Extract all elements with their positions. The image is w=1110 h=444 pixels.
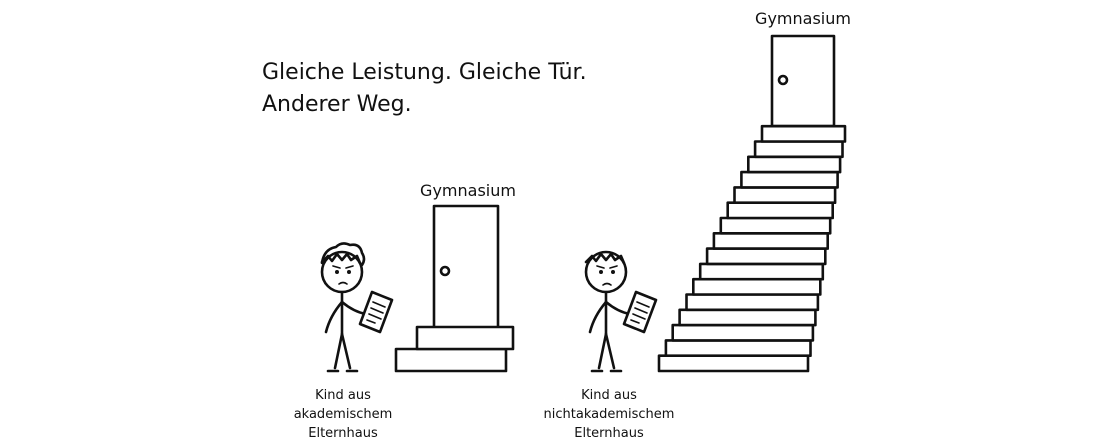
child-arm-r-right	[604, 300, 632, 316]
stair-step	[719, 216, 832, 235]
child-figure-right	[584, 250, 658, 373]
stair-step	[394, 347, 508, 373]
stair-step	[671, 323, 815, 342]
child-mouth-right	[602, 282, 612, 286]
door-label-left: Gymnasium	[420, 181, 516, 200]
child-legs-right	[597, 332, 616, 370]
paper-lines-right	[630, 301, 650, 324]
stair-step	[746, 155, 842, 174]
caption-left-line-1: Kind aus	[315, 388, 371, 403]
scene-right: Gymnasium Kind aus nichtakademischem Elt…	[544, 9, 851, 441]
report-card-left	[358, 290, 394, 334]
door-left: Gymnasium	[420, 181, 516, 330]
child-arm-l-right	[588, 300, 608, 334]
report-card-right	[622, 290, 658, 334]
stair-step	[712, 232, 830, 250]
door-knob-right	[777, 74, 789, 86]
stair-step	[664, 339, 812, 357]
child-brows-left	[332, 265, 354, 269]
paper-lines-left	[366, 301, 386, 324]
caption-right-line-1: Kind aus	[581, 388, 637, 403]
child-hair-left	[320, 242, 366, 267]
door-knob-left	[439, 265, 451, 277]
stair-step	[415, 325, 515, 351]
child-hair-fringe-right	[584, 252, 626, 265]
stair-step	[698, 262, 825, 281]
scene-left: Gymnasium Kind aus akademischem Elternha…	[294, 181, 516, 441]
stair-step	[726, 201, 835, 220]
caption-left-line-2: akademischem	[294, 407, 393, 422]
child-eye-right-1	[599, 270, 603, 274]
paper-sheet-right	[622, 290, 658, 334]
child-legs-left	[333, 332, 352, 370]
door-label-right: Gymnasium	[755, 9, 851, 28]
caption-right-line-2: nichtakademischem	[544, 407, 675, 422]
stair-step	[753, 140, 844, 159]
child-eye-left-2	[347, 270, 351, 274]
stair-step	[691, 277, 822, 296]
caption-left-line-3: Elternhaus	[308, 426, 378, 441]
stair-step	[678, 308, 817, 327]
staircase-right	[657, 124, 847, 373]
child-hair-fringe-left	[320, 252, 362, 265]
caption-right-line-3: Elternhaus	[574, 426, 644, 441]
stair-step	[685, 293, 820, 312]
child-mouth-left	[338, 281, 348, 285]
stair-step	[733, 186, 837, 204]
child-eye-left-1	[335, 270, 339, 274]
stair-step	[657, 354, 810, 373]
child-arm-r-left	[340, 300, 368, 316]
stair-step	[705, 247, 827, 266]
child-eye-right-2	[611, 270, 615, 274]
headline-line-2: Anderer Weg.	[262, 92, 412, 117]
headline-line-1: Gleiche Leistung. Gleiche Tür.	[262, 60, 587, 85]
door-right: Gymnasium	[755, 9, 851, 128]
child-brows-right	[596, 265, 618, 269]
stair-step	[740, 170, 839, 189]
stair-step	[760, 124, 847, 143]
paper-sheet-left	[358, 290, 394, 334]
staircase-left	[394, 325, 515, 373]
child-arm-l-left	[324, 300, 344, 334]
child-figure-left	[320, 242, 394, 373]
